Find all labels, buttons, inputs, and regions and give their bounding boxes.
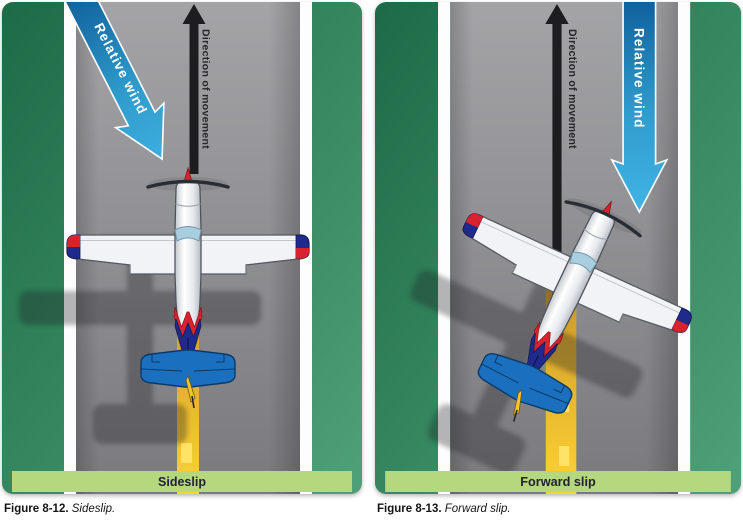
direction-of-movement-label: Direction of movement: [200, 29, 212, 149]
direction-of-movement-arrow: Direction of movement: [182, 4, 212, 174]
figure-number: Figure 8-13.: [377, 503, 442, 515]
banner: Forward slip: [385, 471, 731, 492]
sideslip-diagram: Direction of movement Relative wind Side…: [2, 2, 362, 494]
direction-of-movement-arrow: Direction of movement: [545, 4, 578, 340]
banner: Sideslip: [12, 471, 352, 492]
figure-title: Forward slip.: [444, 503, 511, 515]
figure-caption: Figure 8-13. Forward slip.: [375, 503, 741, 515]
banner-label: Forward slip: [520, 475, 596, 489]
figure-caption: Figure 8-12. Sideslip.: [2, 503, 362, 515]
relative-wind-arrow: [59, 2, 165, 161]
direction-of-movement-label: Direction of movement: [566, 29, 578, 149]
panel-forward-slip: Direction of movement Relative wind Forw…: [375, 2, 741, 515]
banner-label: Sideslip: [158, 475, 206, 489]
runway-edge-line-right: [677, 2, 691, 494]
forward-slip-diagram: Direction of movement Relative wind Forw…: [375, 2, 741, 494]
figure-title: Sideslip.: [71, 503, 116, 515]
slip-figures: Direction of movement Relative wind Side…: [2, 2, 741, 515]
runway-edge-line-left: [438, 2, 451, 494]
relative-wind-arrow: [610, 2, 669, 214]
figure-number: Figure 8-12.: [4, 503, 69, 515]
panel-sideslip: Direction of movement Relative wind Side…: [2, 2, 362, 515]
relative-wind-label: Relative wind: [631, 28, 646, 129]
centerline-dash: [181, 443, 192, 463]
centerline-dash: [559, 446, 570, 466]
